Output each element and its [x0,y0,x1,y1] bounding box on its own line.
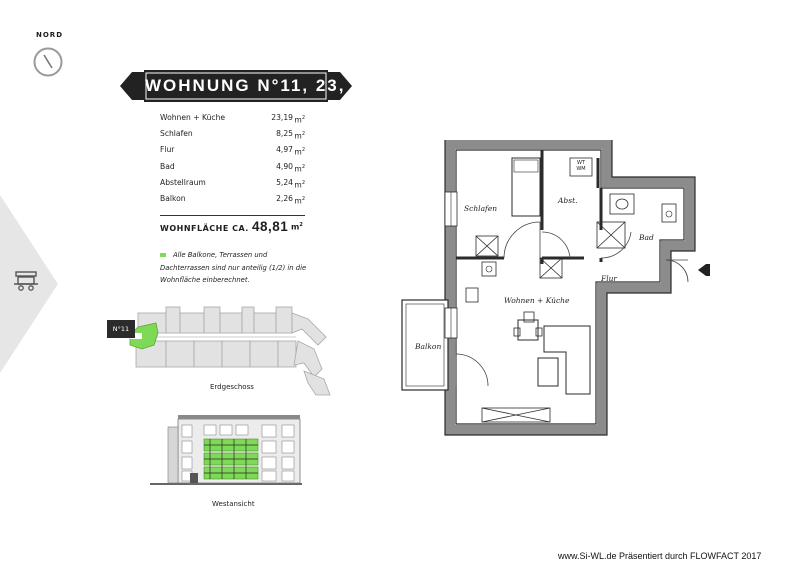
area-value: 2,26 [276,193,293,203]
total-area-value: 48,81 [252,219,289,234]
area-value: 8,25 [276,129,293,139]
area-unit: m2 [294,115,305,125]
title-banner [120,70,352,102]
area-label: Abstellraum [160,177,206,187]
area-value: 4,97 [276,145,293,155]
room-label-flur: Flur [601,274,618,283]
area-row: Schlafen 8,25 m2 [160,126,305,142]
total-area-unit: m2 [291,222,303,232]
area-row: Balkon 2,26 m2 [160,191,305,207]
compass-north-icon [33,47,63,77]
apartment-title: WOHNUNG N°11, 23, 38 [145,76,376,95]
room-label-schlafen: Schlafen [464,204,498,213]
elevation-drawing [150,415,302,485]
site-plan-caption: Erdgeschoss [210,383,254,391]
area-row: Abstellraum 5,24 m2 [160,175,305,191]
unit-tag: N°11 [107,320,135,338]
footer-credit: www.Si-WL.de Präsentiert durch FLOWFACT … [558,551,762,561]
area-value: 5,24 [276,177,293,187]
area-value: 23,19 [271,113,293,122]
area-label: Schlafen [160,129,193,139]
floor-plan-drawing [401,138,718,436]
area-label: Bad [160,161,175,171]
floor-plan: Schlafen Abst. Bad Flur Wohnen + Küche B… [400,138,718,440]
total-area-label: WOHNFLÄCHE CA. [160,224,249,233]
shop-cart-icon [14,271,38,291]
elevation-caption: Westansicht [212,500,255,508]
wt-label: WT [577,160,585,166]
area-value: 4,90 [276,161,293,171]
site-plan-drawing [129,306,331,396]
area-unit: m2 [294,179,305,190]
area-unit: m2 [294,163,305,174]
room-label-balkon: Balkon [415,342,442,351]
area-unit: m2 [294,195,305,206]
area-row: Wohnen + Küche 23,19 m2 [160,110,305,126]
compass-label: NORD [36,31,64,39]
total-divider [160,215,305,216]
note-marker [160,253,166,257]
area-row: Flur 4,97 m2 [160,142,305,158]
area-table: Wohnen + Küche 23,19 m2 Schlafen 8,25 m2… [160,110,305,207]
room-label-abst: Abst. [558,196,578,205]
area-row: Bad 4,90 m2 [160,159,305,175]
area-unit: m2 [294,131,305,141]
area-label: Flur [160,145,175,155]
entrance-arrow-icon [698,264,718,276]
wt-wm-label: WT WM [571,160,591,172]
room-label-bad: Bad [639,233,654,242]
wm-label: WM [576,166,586,172]
room-label-wohnen: Wohnen + Küche [504,296,570,305]
area-label: Wohnen + Küche [160,113,226,122]
balcony-note: Alle Balkone, Terrassen und Dachterrasse… [160,251,307,285]
area-unit: m2 [294,147,305,157]
area-label: Balkon [160,193,186,203]
